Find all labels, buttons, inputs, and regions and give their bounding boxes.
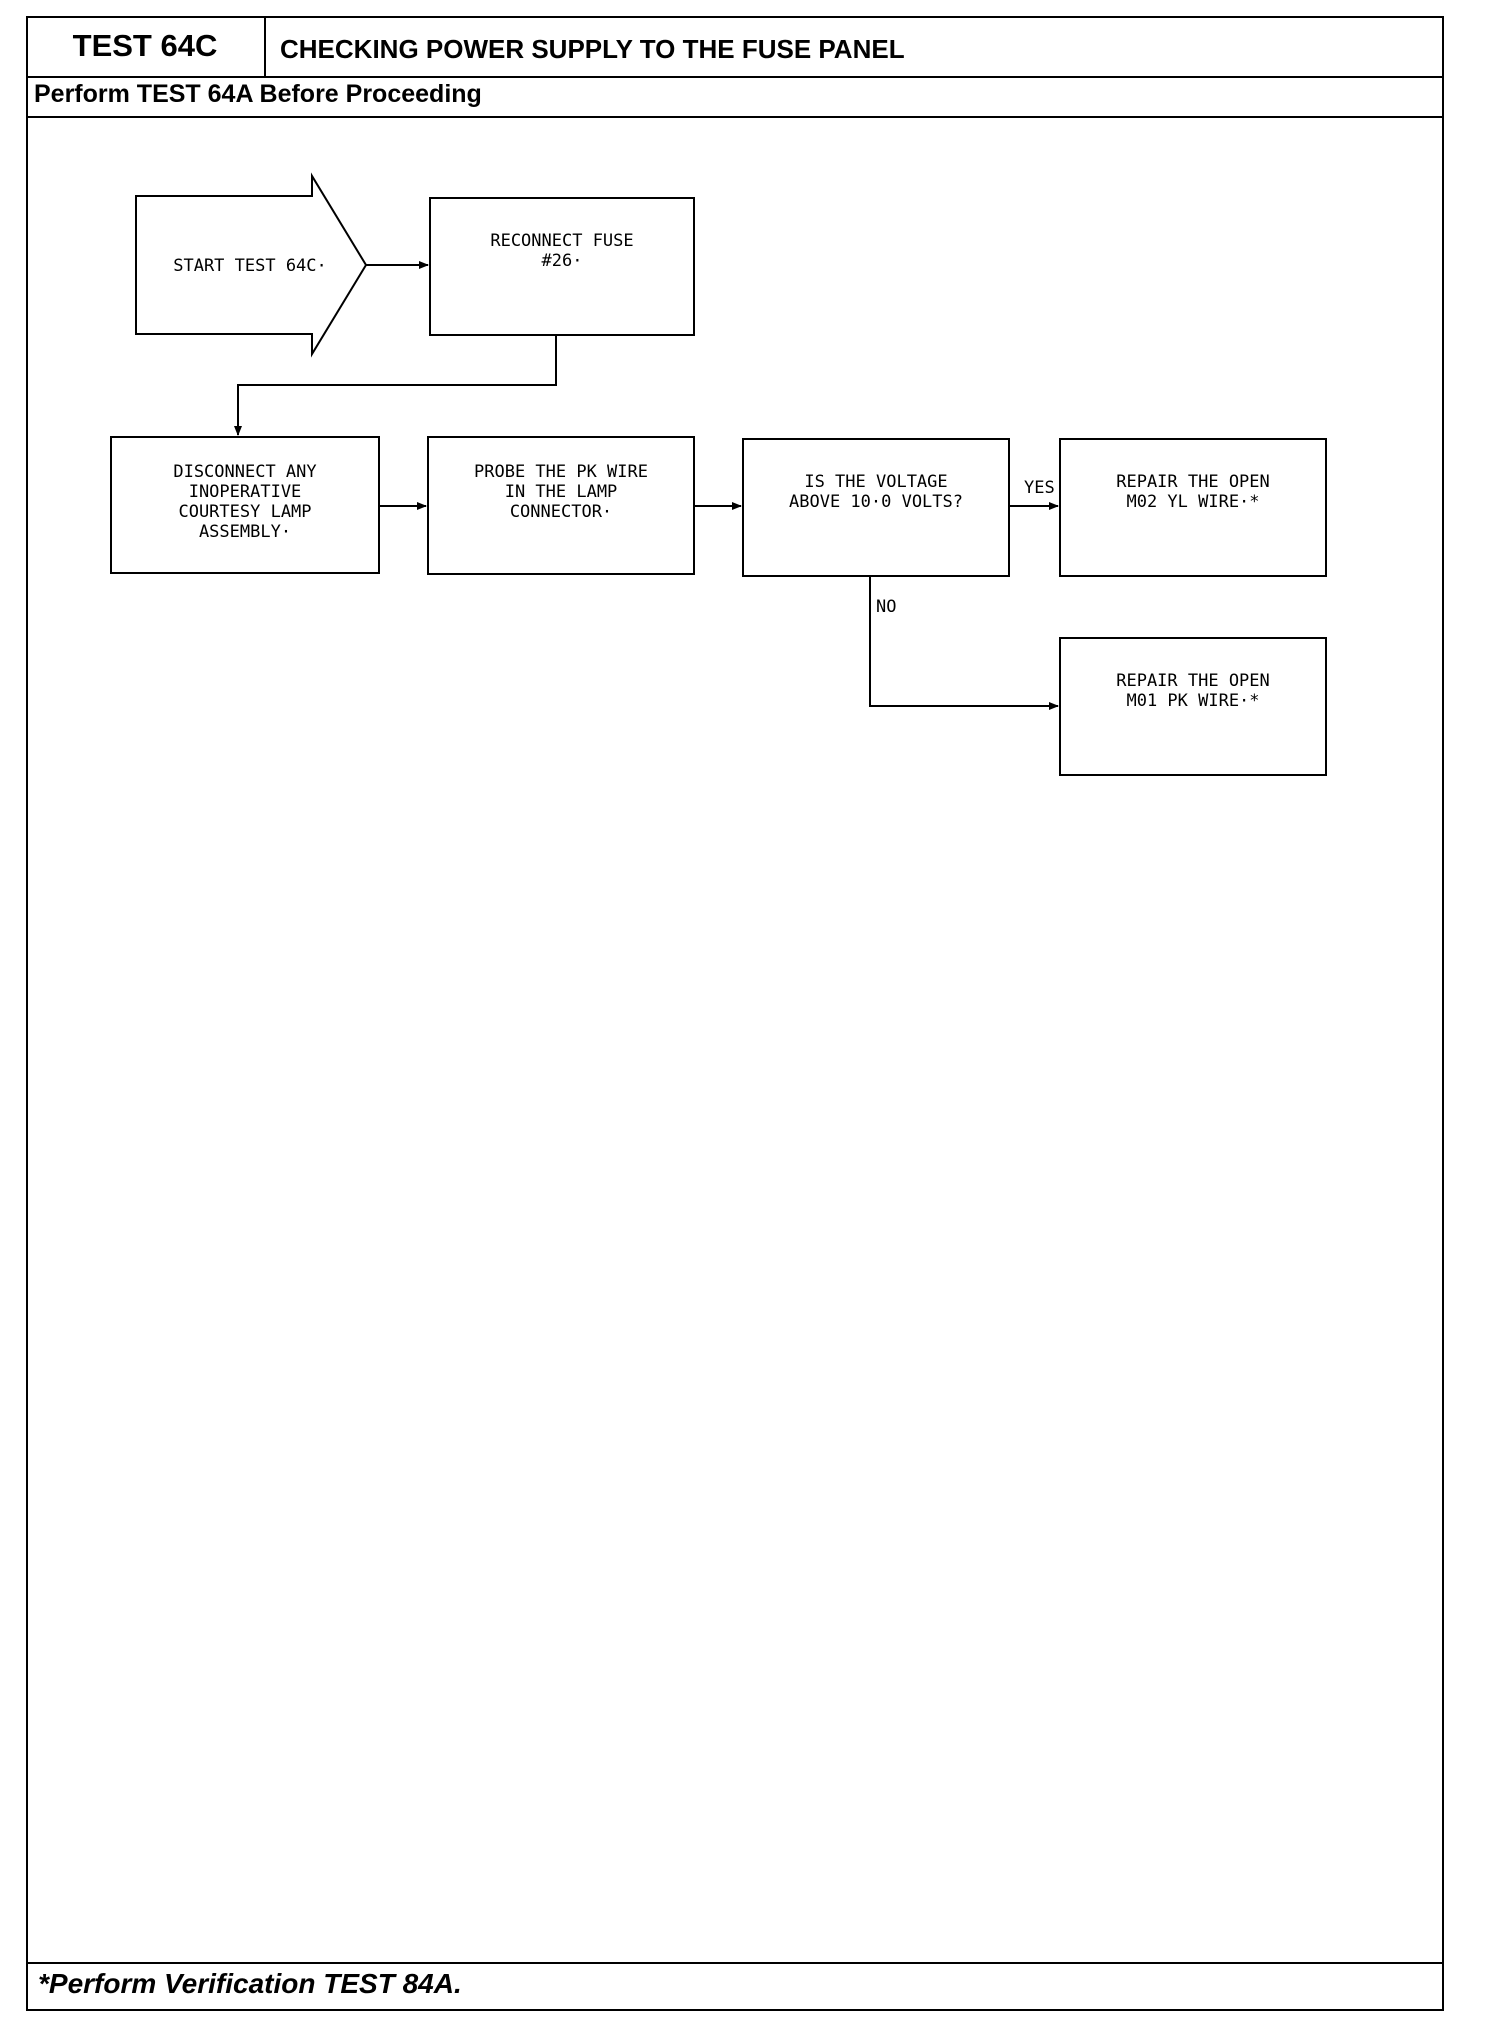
footnote: *Perform Verification TEST 84A. xyxy=(38,1968,462,1999)
footer-divider xyxy=(26,1962,1444,1964)
node-label-line: IN THE LAMP xyxy=(505,482,618,502)
node-label-line: DISCONNECT ANY xyxy=(173,462,316,482)
node-label-line: REPAIR THE OPEN xyxy=(1116,671,1270,691)
header-divider xyxy=(26,76,1444,78)
prerequisite-note: Perform TEST 64A Before Proceeding xyxy=(34,80,482,108)
node-label-line: CONNECTOR· xyxy=(510,502,612,522)
node-label-line: #26· xyxy=(542,251,583,271)
node-label-line: M02 YL WIRE·* xyxy=(1126,492,1259,512)
node-reconnect: RECONNECT FUSE#26· xyxy=(429,197,695,336)
node-shape xyxy=(427,436,695,575)
header-bottom-divider xyxy=(26,116,1444,118)
edge-decision-to-repair-pk xyxy=(869,576,1059,710)
node-label-line: M01 PK WIRE·* xyxy=(1126,691,1259,711)
node-label-line: IS THE VOLTAGE xyxy=(804,472,947,492)
node-label-line: ABOVE 10·0 VOLTS? xyxy=(789,492,963,512)
node-start: START TEST 64C· xyxy=(135,172,368,358)
node-shape xyxy=(429,197,695,336)
test-id: TEST 64C xyxy=(26,16,266,76)
node-label-line: PROBE THE PK WIRE xyxy=(474,462,648,482)
node-label-line: RECONNECT FUSE xyxy=(490,231,633,251)
node-shape xyxy=(1059,637,1327,776)
edge-reconnect-to-disconnect xyxy=(234,335,557,436)
node-label-line: START TEST 64C· xyxy=(173,256,327,276)
edge-label-no: NO xyxy=(876,597,896,617)
node-label: RECONNECT FUSE#26· xyxy=(490,231,633,271)
edge-label-yes: YES xyxy=(1024,478,1055,498)
node-shape xyxy=(110,436,380,574)
page-frame xyxy=(26,16,1444,2011)
node-label: START TEST 64C· xyxy=(173,256,327,276)
node-shape xyxy=(1059,438,1327,577)
node-shape xyxy=(135,172,368,358)
page-title: CHECKING POWER SUPPLY TO THE FUSE PANEL xyxy=(280,34,905,64)
node-label-line: INOPERATIVE xyxy=(189,482,302,502)
node-shape xyxy=(742,438,1010,577)
node-label-line: ASSEMBLY· xyxy=(199,522,291,542)
node-label-line: REPAIR THE OPEN xyxy=(1116,472,1270,492)
flowchart: YES NO START TEST 64C· RECONNECT FUSE#26· D… xyxy=(110,172,1327,776)
node-label-line: COURTESY LAMP xyxy=(178,502,311,522)
